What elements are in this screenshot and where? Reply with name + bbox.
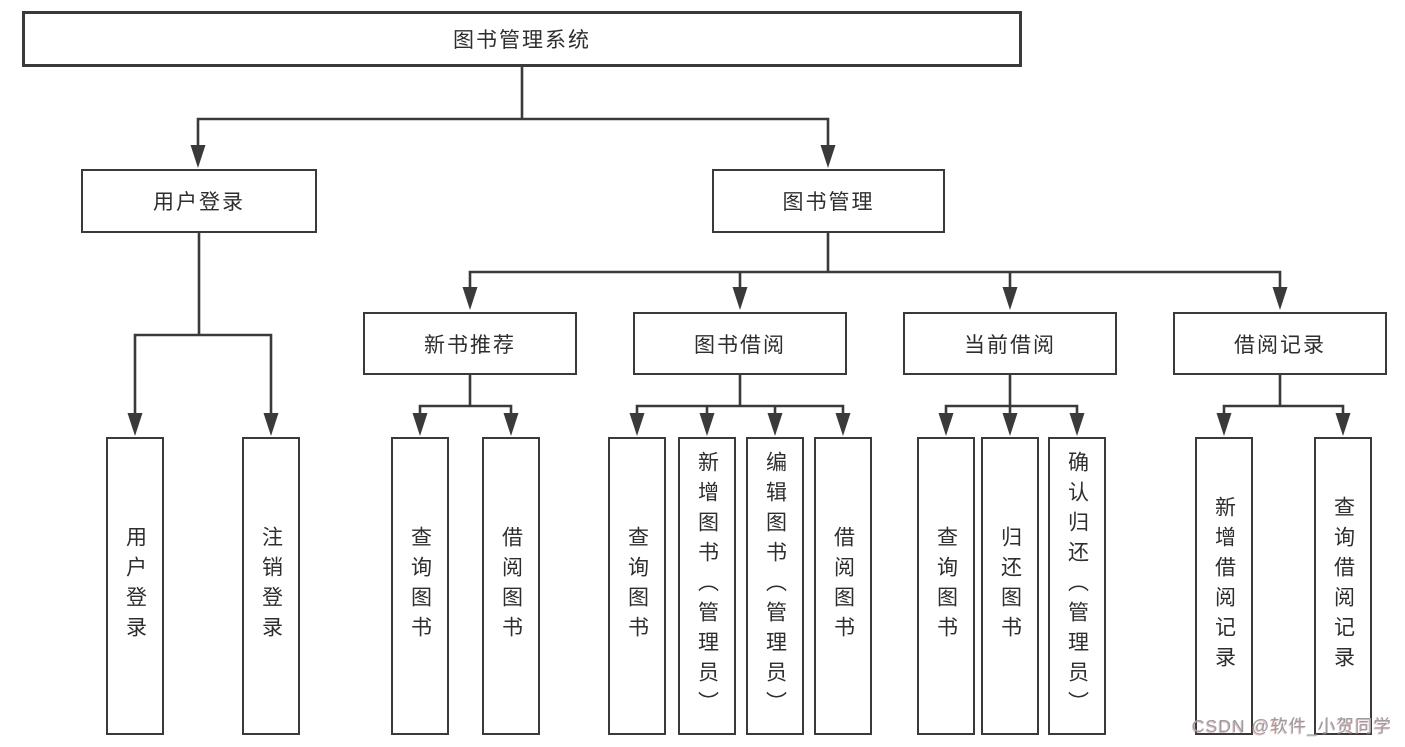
node-new-book-recommend: 新书推荐 [363, 312, 577, 375]
node-book-borrow: 图书借阅 [633, 312, 847, 375]
node-library-management-system: 图书管理系统 [22, 11, 1022, 67]
leaf-user-login: 用户登录 [106, 437, 164, 735]
node-book-management: 图书管理 [712, 169, 945, 233]
leaf-query-books-recommend: 查询图书 [391, 437, 449, 735]
leaf-query-books-borrow: 查询图书 [608, 437, 666, 735]
leaf-logout: 注销登录 [242, 437, 300, 735]
leaf-return-book: 归还图书 [981, 437, 1039, 735]
leaf-confirm-return-admin: 确认归还（管理员） [1048, 437, 1106, 735]
csdn-watermark: CSDN @软件_小贺同学 [1192, 716, 1392, 736]
leaf-borrow-books-recommend: 借阅图书 [482, 437, 540, 735]
node-borrow-records: 借阅记录 [1173, 312, 1387, 375]
leaf-add-borrow-record: 新增借阅记录 [1195, 437, 1253, 735]
leaf-add-book-admin: 新增图书（管理员） [678, 437, 736, 735]
leaf-borrow-books: 借阅图书 [814, 437, 872, 735]
leaf-query-books-current: 查询图书 [917, 437, 975, 735]
leaf-edit-book-admin: 编辑图书（管理员） [746, 437, 804, 735]
node-current-borrow: 当前借阅 [903, 312, 1117, 375]
leaf-query-borrow-record: 查询借阅记录 [1314, 437, 1372, 735]
node-user-login: 用户登录 [81, 169, 317, 233]
